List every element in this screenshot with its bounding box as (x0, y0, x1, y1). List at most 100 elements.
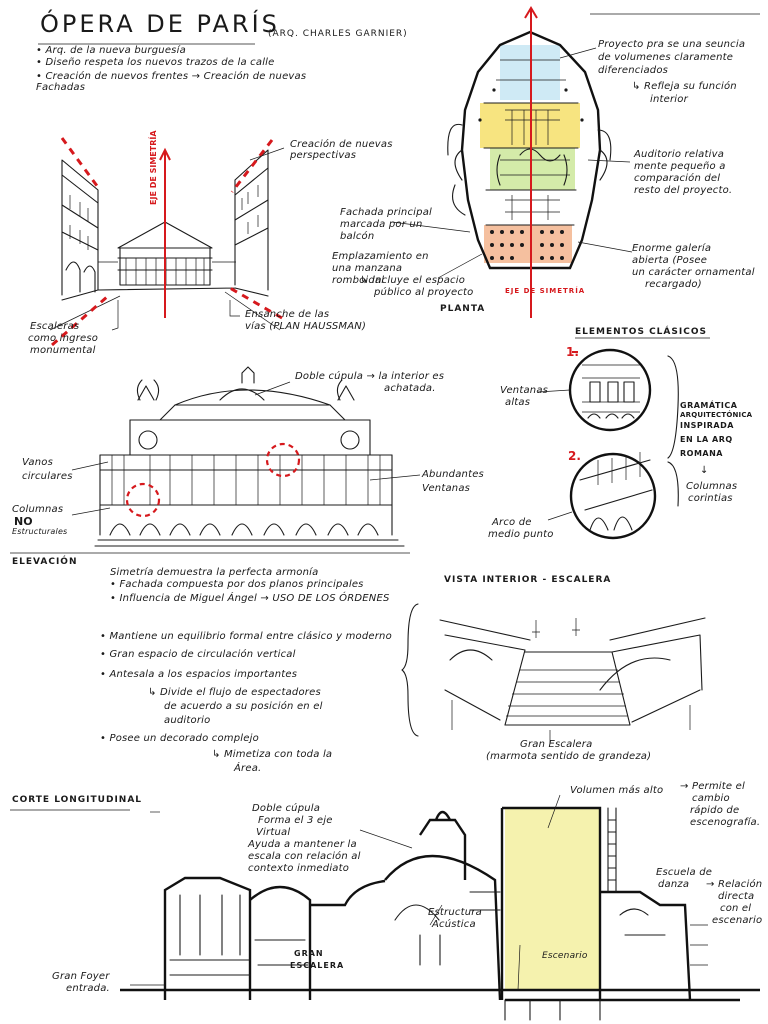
classical-number-1: 1. (566, 345, 579, 359)
plan-site-5: público al proyecto (374, 287, 474, 298)
page-title: ÓPERA DE PARÍS (40, 10, 280, 38)
grammar-4: EN LA ARQ (680, 435, 733, 444)
classical-title: ELEMENTOS CLÁSICOS (575, 327, 707, 337)
section-relation-2: directa (718, 891, 755, 902)
plan-auditorium-4: resto del proyecto. (634, 185, 733, 196)
plan-volumes-2: de volumenes claramente (598, 52, 734, 63)
elevation-note2-7: • Posee un decorado complejo (100, 733, 259, 744)
plan-volumes-3: diferenciados (598, 65, 669, 76)
architect-name: (ARQ. CHARLES GARNIER) (268, 29, 408, 39)
section-title: CORTE LONGITUDINAL (12, 795, 143, 805)
columns-no-2: NO (14, 515, 33, 528)
interior-caption-2: (marmota sentido de grandeza) (486, 751, 652, 762)
section-dome-1: Doble cúpula (252, 803, 321, 814)
elevation-label: ELEVACIÓN (12, 557, 78, 567)
notes-brace (401, 603, 419, 737)
grammar-5: ROMANA (680, 449, 723, 458)
columns-note-2: corintias (688, 493, 733, 504)
haussmann-note-2: vías (PLAN HAUSSMAN) (245, 321, 367, 332)
columns-no-1: Columnas (12, 504, 64, 515)
columns-note-1: Columnas (686, 481, 738, 492)
plan-site-1: Emplazamiento en (332, 251, 429, 262)
double-dome-2: achatada. (384, 383, 436, 394)
arch-note-1: Arco de (492, 517, 532, 528)
elevation-note2-6: auditorio (164, 715, 211, 726)
section-foyer-2: entrada. (66, 983, 110, 994)
windows-1: Abundantes (422, 469, 484, 480)
interior-caption-1: Gran Escalera (520, 739, 593, 750)
interior-title: VISTA INTERIOR - ESCALERA (444, 575, 612, 585)
plan-function-1: ↳ Refleja su función (632, 81, 737, 92)
elevation-note2-2: • Gran espacio de circulación vertical (100, 649, 296, 660)
stairs-note-3: monumental (30, 345, 96, 356)
grammar-2: ARQUITECTÓNICA (680, 411, 753, 419)
high-windows-2: altas (505, 397, 531, 408)
section-staircase-2: ESCALERA (290, 961, 345, 970)
plan-auditorium-1: Auditorio relativa (634, 149, 725, 160)
plan-site-2: una manzana (332, 263, 403, 274)
grammar-3: INSPIRADA (680, 421, 734, 430)
section-dome-4: Ayuda a mantener la (248, 839, 357, 850)
elevation-drawing (71, 366, 421, 547)
elevation-note2-4: ↳ Divide el flujo de espectadores (148, 687, 321, 698)
plan-site-3: romboidal (332, 275, 385, 286)
intro-line-3: • Creación de nuevos frentes → Creación … (36, 71, 307, 93)
arch-note-2: medio punto (488, 529, 554, 540)
longitudinal-section-drawing (120, 794, 760, 1021)
plan-facade-1: Fachada principal (340, 207, 433, 218)
section-fly-3: rápido de (690, 805, 740, 816)
double-dome-1: Doble cúpula → la interior es (295, 371, 445, 382)
elevation-note-3: • Influencia de Miguel Ángel → USO DE LO… (110, 593, 390, 604)
section-dance-1: Escuela de (656, 867, 713, 878)
classical-number-2: 2. (568, 449, 581, 463)
section-relation-4: escenario (712, 915, 763, 926)
columns-arrow: ↓ (700, 465, 709, 476)
plan-facade-3: balcón (340, 231, 375, 242)
section-dome-6: contexto inmediato (248, 863, 350, 874)
haussmann-note-1: Ensanche de las (245, 309, 330, 320)
stairs-note-1: Escaleras (30, 321, 80, 332)
section-dance-2: danza (658, 879, 690, 890)
elevation-note-2: • Fachada compuesta por dos planos princ… (110, 579, 364, 590)
section-foyer-1: Gran Foyer (52, 971, 110, 982)
section-relation-1: → Relación (706, 879, 763, 890)
elevation-note2-9: Área. (234, 763, 262, 774)
floor-plan-drawing (391, 6, 760, 318)
section-dome-2: Forma el 3 eje (258, 815, 333, 826)
plan-auditorium-2: mente pequeño a (634, 161, 726, 172)
plan-gallery-4: recargado) (645, 279, 702, 290)
plan-gallery-3: un carácter ornamental (632, 267, 755, 278)
section-fly-1: → Permite el (680, 781, 745, 792)
section-fly-4: escenografía. (690, 817, 761, 828)
section-acoustic-2: Acústica (432, 919, 476, 930)
high-windows-1: Ventanas (500, 385, 549, 396)
interior-staircase-drawing (439, 617, 706, 744)
new-perspectives-note: Creación de nuevas perspectivas (290, 139, 393, 161)
plan-volumes-1: Proyecto pra se una seuncia (598, 39, 746, 50)
section-relation-3: con el (720, 903, 752, 914)
section-fly-2: cambio (692, 793, 730, 804)
columns-no-3: Estructurales (12, 527, 68, 536)
intro-line-2: • Diseño respeta los nuevos trazos de la… (36, 57, 275, 68)
plan-site-4: ↳ Incluye el espacio (360, 275, 466, 286)
section-staircase-1: GRAN (294, 949, 324, 958)
elevation-note-1: Simetría demuestra la perfecta armonía (110, 567, 319, 578)
classical-elements-drawing (537, 337, 710, 540)
plan-function-2: interior (650, 94, 688, 105)
plan-gallery-2: abierta (Posee (632, 255, 708, 266)
stairs-note-2: como ingreso (28, 333, 99, 344)
street-perspective-drawing (49, 137, 285, 347)
elevation-note2-5: de acuerdo a su posición en el (164, 701, 323, 712)
section-dome-3: Virtual (256, 827, 291, 838)
section-volume: Volumen más alto (570, 785, 664, 796)
elevation-note2-3: • Antesala a los espacios importantes (100, 669, 298, 680)
windows-2: Ventanas (422, 483, 471, 494)
circular-openings-1: Vanos (22, 457, 53, 468)
section-acoustic-1: Estructura (428, 907, 482, 918)
intro-line-1: • Arq. de la nueva burguesía (36, 45, 186, 56)
plan-facade-2: marcada por un (340, 219, 423, 230)
elevation-note2-8: ↳ Mimetiza con toda la (212, 749, 333, 760)
plan-label: PLANTA (440, 304, 486, 314)
